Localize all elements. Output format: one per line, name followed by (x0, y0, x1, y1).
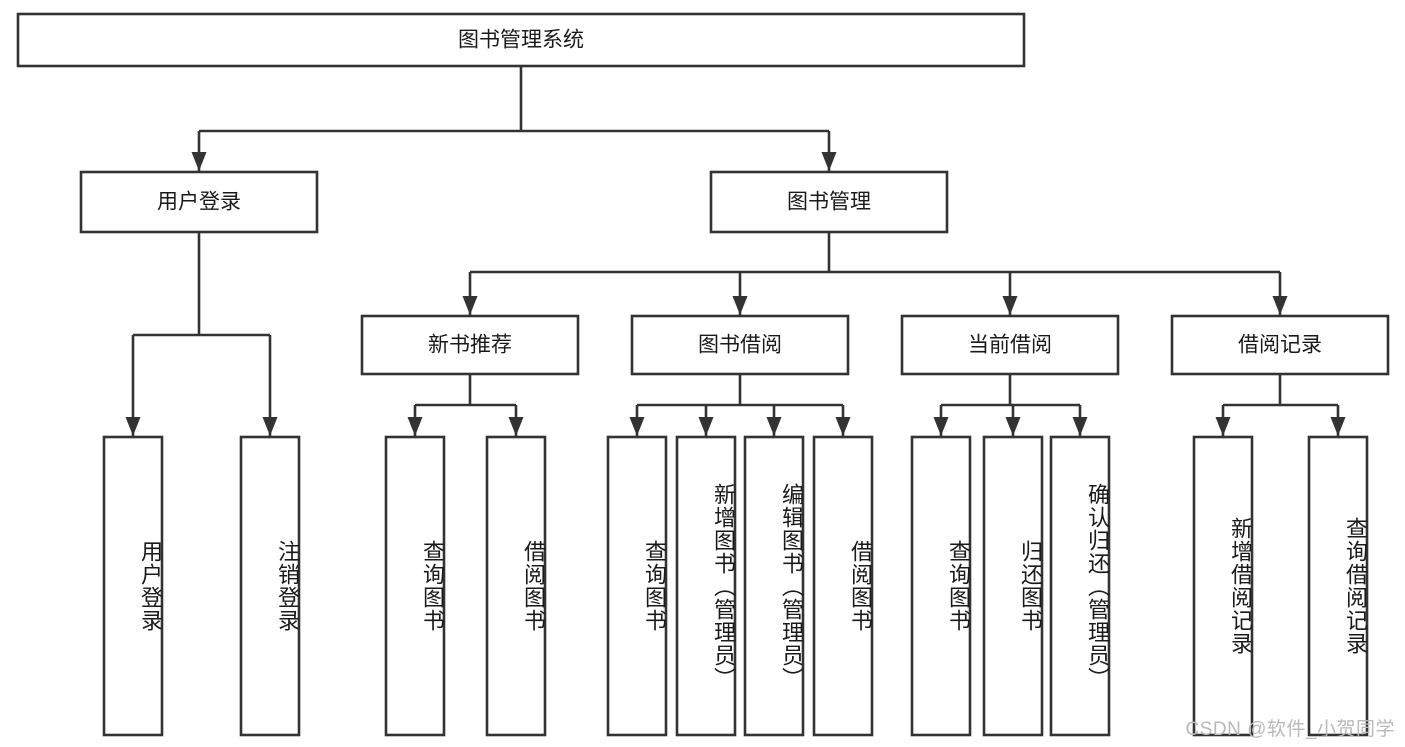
arrow-head-icon (732, 296, 748, 315)
node-boxes (16, 12, 1390, 737)
arrow-head-icon (1215, 417, 1231, 436)
arrow-head-icon (262, 417, 278, 436)
node-box-current-borrow[interactable] (900, 314, 1120, 376)
node-label-current-borrow: 当前借阅 (968, 334, 1052, 357)
node-box-leaf-query-record[interactable] (1307, 435, 1369, 737)
node-box-root[interactable] (16, 12, 1026, 68)
node-box-leaf-query-book-rec[interactable] (384, 435, 446, 737)
arrow-head-icon (508, 417, 524, 436)
arrow-head-icon (191, 152, 207, 171)
arrow-head-icon (1002, 296, 1018, 315)
node-box-leaf-query-book-borrow[interactable] (606, 435, 668, 737)
arrow-head-icon (407, 417, 423, 436)
node-box-book-borrow[interactable] (630, 314, 850, 376)
arrow-head-icon (125, 417, 141, 436)
arrow-head-icon (629, 417, 645, 436)
node-label-new-book-rec: 新书推荐 (428, 334, 512, 357)
node-box-leaf-user-login[interactable] (102, 435, 164, 737)
node-label-book-manage: 图书管理 (787, 191, 871, 214)
node-label-root: 图书管理系统 (458, 29, 584, 52)
arrow-head-icon (835, 417, 851, 436)
connector-edges (125, 66, 1346, 436)
node-box-new-book-rec[interactable] (360, 314, 580, 376)
arrow-head-icon (462, 296, 478, 315)
arrow-head-icon (933, 417, 949, 436)
arrow-head-icon (821, 152, 837, 171)
arrow-head-icon (698, 417, 714, 436)
node-box-user-login[interactable] (79, 170, 319, 234)
node-box-leaf-logout[interactable] (239, 435, 301, 737)
arrow-head-icon (766, 417, 782, 436)
node-label-book-borrow: 图书借阅 (698, 334, 782, 357)
node-box-borrow-record[interactable] (1170, 314, 1390, 376)
node-box-leaf-add-record[interactable] (1192, 435, 1254, 737)
arrow-head-icon (1330, 417, 1346, 436)
arrow-head-icon (1072, 417, 1088, 436)
node-box-leaf-confirm-return[interactable] (1049, 435, 1111, 737)
csdn-watermark: CSDN @软件_小贺同学 (1185, 719, 1395, 740)
node-label-user-login: 用户登录 (157, 191, 241, 214)
node-box-leaf-add-book[interactable] (675, 435, 737, 737)
arrow-head-icon (1005, 417, 1021, 436)
node-box-leaf-query-book-current[interactable] (910, 435, 972, 737)
node-box-leaf-borrow-book[interactable] (812, 435, 874, 737)
node-box-leaf-return-book[interactable] (982, 435, 1044, 737)
arrow-head-icon (1272, 296, 1288, 315)
node-box-leaf-edit-book[interactable] (743, 435, 805, 737)
node-box-leaf-borrow-book-rec[interactable] (485, 435, 547, 737)
node-box-book-manage[interactable] (709, 170, 949, 234)
node-label-borrow-record: 借阅记录 (1238, 334, 1322, 357)
